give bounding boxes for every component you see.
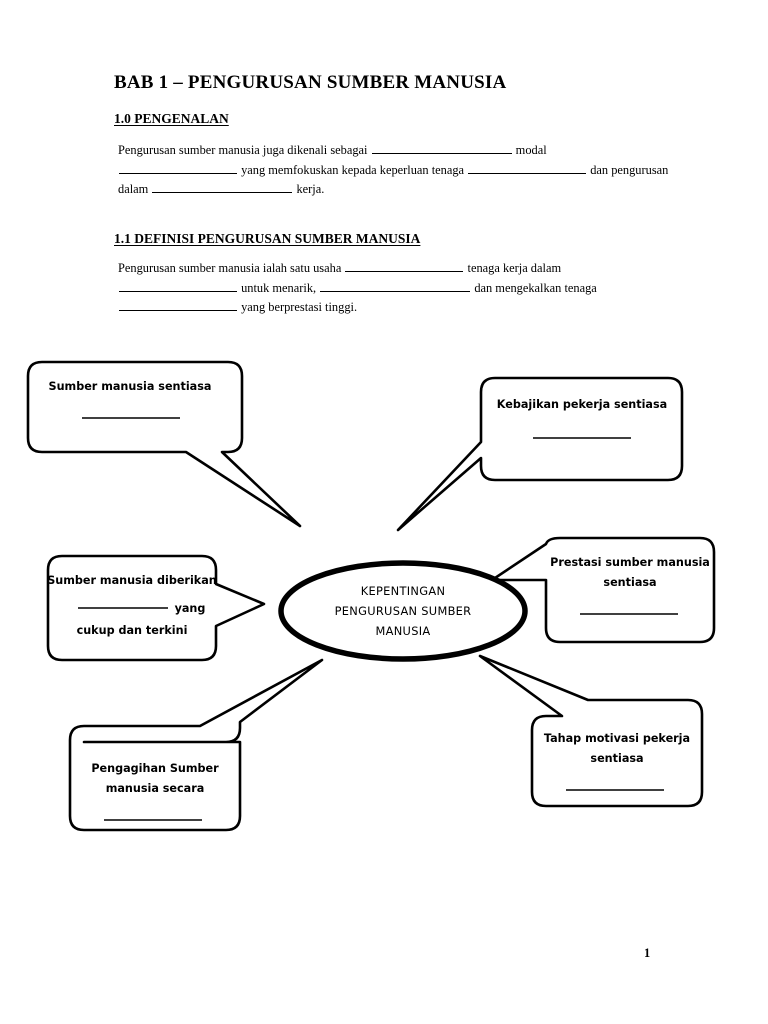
answer-blank[interactable] [119,279,237,292]
answer-blank[interactable] [320,279,471,292]
answer-blank[interactable] [119,298,237,311]
callout-line: sentiasa [590,752,643,765]
paragraph-line: Pengurusan sumber manusia ialah satu usa… [118,259,562,275]
callout-line-with-blank: yang [78,602,205,615]
callout-line: Sumber manusia sentiasa [49,380,212,393]
center-node[interactable]: KEPENTINGAN PENGURUSAN SUMBER MANUSIA [278,560,528,662]
callout-line: manusia secara [106,782,205,795]
section-heading-1-0: 1.0 PENGENALAN [114,111,229,126]
mind-map-diagram: Sumber manusia sentiasa Kebajikan pekerj… [26,360,716,832]
callout-sumber-manusia-sentiasa[interactable]: Sumber manusia sentiasa [26,360,302,528]
paragraph-line: Pengurusan sumber manusia juga dikenali … [118,141,547,157]
center-label-line: PENGURUSAN SUMBER [335,604,472,618]
callout-line: Prestasi sumber manusia [550,556,710,569]
callout-line: Tahap motivasi pekerja [544,732,690,745]
paragraph-definisi: Pengurusan sumber manusia ialah satu usa… [118,259,648,318]
callout-line-suffix: yang [175,602,206,615]
answer-blank[interactable] [468,161,587,174]
callout-line: Kebajikan pekerja sentiasa [497,398,667,411]
section-heading-1-1: 1.1 DEFINISI PENGURUSAN SUMBER MANUSIA [114,231,421,246]
answer-blank[interactable] [119,161,237,174]
callout-line: Sumber manusia diberikan [47,574,217,587]
page-title: BAB 1 – PENGURUSAN SUMBER MANUSIA [114,72,507,93]
answer-blank[interactable] [371,141,512,154]
callout-sumber-manusia-diberikan[interactable]: Sumber manusia diberikan yang cukup dan … [46,554,266,662]
answer-blank[interactable] [152,180,293,193]
answer-blank[interactable] [345,259,464,272]
page-number: 1 [644,946,651,960]
paragraph-line: untuk menarik, dan mengekalkan tenaga [118,279,648,299]
paragraph-line: yang memfokuskan kepada keperluan tenaga… [118,161,668,181]
center-label-line: KEPENTINGAN [361,584,446,598]
paragraph-line: yang berprestasi tinggi. [118,298,648,318]
paragraph-pengenalan: Pengurusan sumber manusia juga dikenali … [118,141,668,200]
callout-prestasi-sumber-manusia-sentiasa[interactable]: Prestasi sumber manusia sentiasa [490,536,716,644]
center-label-line: MANUSIA [376,624,431,638]
paragraph-line: dalam kerja. [118,180,325,196]
callout-tahap-motivasi-pekerja[interactable]: Tahap motivasi pekerja sentiasa [478,654,704,808]
callout-line: cukup dan terkini [77,624,188,637]
callout-kebajikan-pekerja-sentiasa[interactable]: Kebajikan pekerja sentiasa [396,376,684,532]
callout-line: sentiasa [603,576,656,589]
center-ellipse [278,560,528,662]
callout-line: Pengagihan Sumber [91,762,219,775]
callout-pengagihan-sumber-manusia[interactable]: Pengagihan Sumber manusia secara [68,658,324,832]
